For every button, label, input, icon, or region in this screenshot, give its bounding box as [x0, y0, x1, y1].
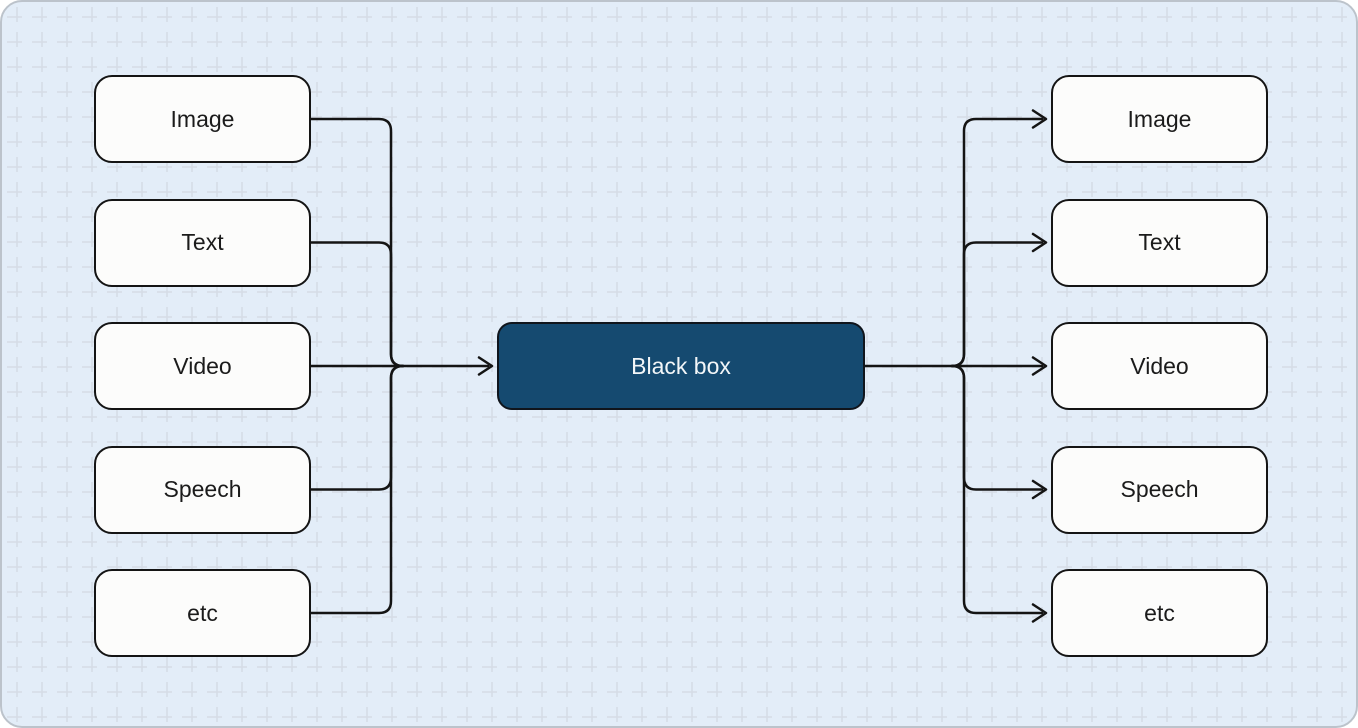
output-node-text: Text: [1051, 198, 1268, 287]
output-node-text-label: Text: [1138, 229, 1181, 255]
arrowhead-output-image: [1031, 109, 1048, 129]
arrowhead-black-box: [477, 356, 494, 376]
input-node-speech: Speech: [94, 445, 311, 534]
black-box-node: Black box: [497, 322, 865, 410]
input-node-speech-label: Speech: [163, 476, 242, 502]
input-node-image: Image: [94, 75, 311, 163]
output-node-image: Image: [1051, 75, 1268, 163]
input-node-video-label: Video: [173, 352, 232, 379]
connector-output-speech: [950, 364, 1044, 491]
input-node-image-label: Image: [170, 105, 235, 132]
output-node-video: Video: [1051, 322, 1268, 410]
output-node-speech: Speech: [1051, 445, 1268, 534]
arrowhead-output-text: [1031, 232, 1048, 253]
input-node-etc-label: etc: [187, 599, 218, 626]
connector-output-etc: [950, 364, 1044, 615]
arrowhead-output-video: [1031, 356, 1048, 376]
connector-input-etc: [309, 364, 405, 615]
input-node-etc: etc: [94, 569, 311, 657]
arrowhead-output-etc: [1031, 603, 1048, 623]
connector-input-speech: [309, 364, 405, 491]
input-node-text: Text: [94, 198, 311, 287]
connector-input-text: [309, 241, 405, 368]
output-node-speech-label: Speech: [1120, 476, 1199, 502]
output-node-video-label: Video: [1130, 352, 1189, 379]
connector-output-text: [950, 241, 1044, 368]
arrowhead-output-speech: [1031, 479, 1048, 500]
output-node-image-label: Image: [1127, 105, 1192, 132]
output-node-etc: etc: [1051, 569, 1268, 657]
input-node-text-label: Text: [181, 229, 224, 255]
output-node-etc-label: etc: [1144, 599, 1175, 626]
black-box-label: Black box: [631, 352, 731, 379]
input-node-video: Video: [94, 322, 311, 410]
